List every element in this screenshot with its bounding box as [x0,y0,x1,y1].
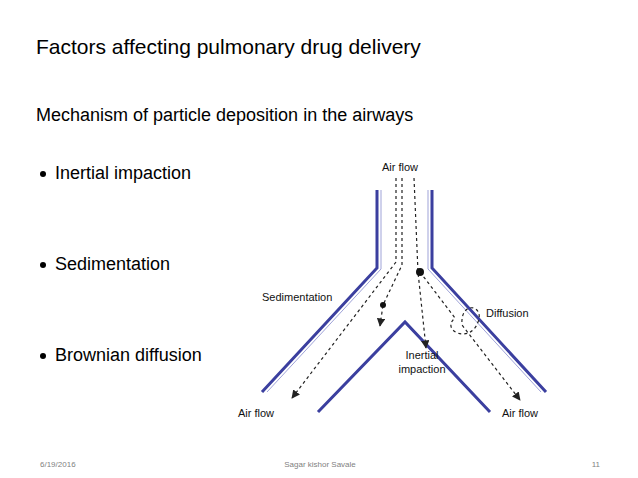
bullet-text: Inertial impaction [55,162,275,185]
mechanism-label: Diffusion [486,307,556,321]
flow-label: Air flow [490,407,550,421]
particles [380,268,424,308]
bullet-dot [40,262,46,268]
flow-label: Air flow [226,407,286,421]
bullet-dot [40,171,46,177]
bullet-dot [40,353,46,359]
slide-number: 11 [560,460,600,470]
footer-author: Sagar kishor Savale [240,460,400,470]
mechanism-label: Inertial impaction [390,349,454,377]
bullet-text: Brownian diffusion [55,344,275,367]
mechanism-label: Sedimentation [262,291,352,305]
airway-walls [262,190,546,412]
flow-paths [292,178,520,400]
flow-label: Air flow [370,161,430,175]
footer-date: 6/19/2016 [40,460,120,470]
bullet-text: Sedimentation [55,253,275,276]
slide-title: Factors affecting pulmonary drug deliver… [36,34,596,60]
subtitle-text: Mechanism of particle deposition in the … [36,103,439,128]
